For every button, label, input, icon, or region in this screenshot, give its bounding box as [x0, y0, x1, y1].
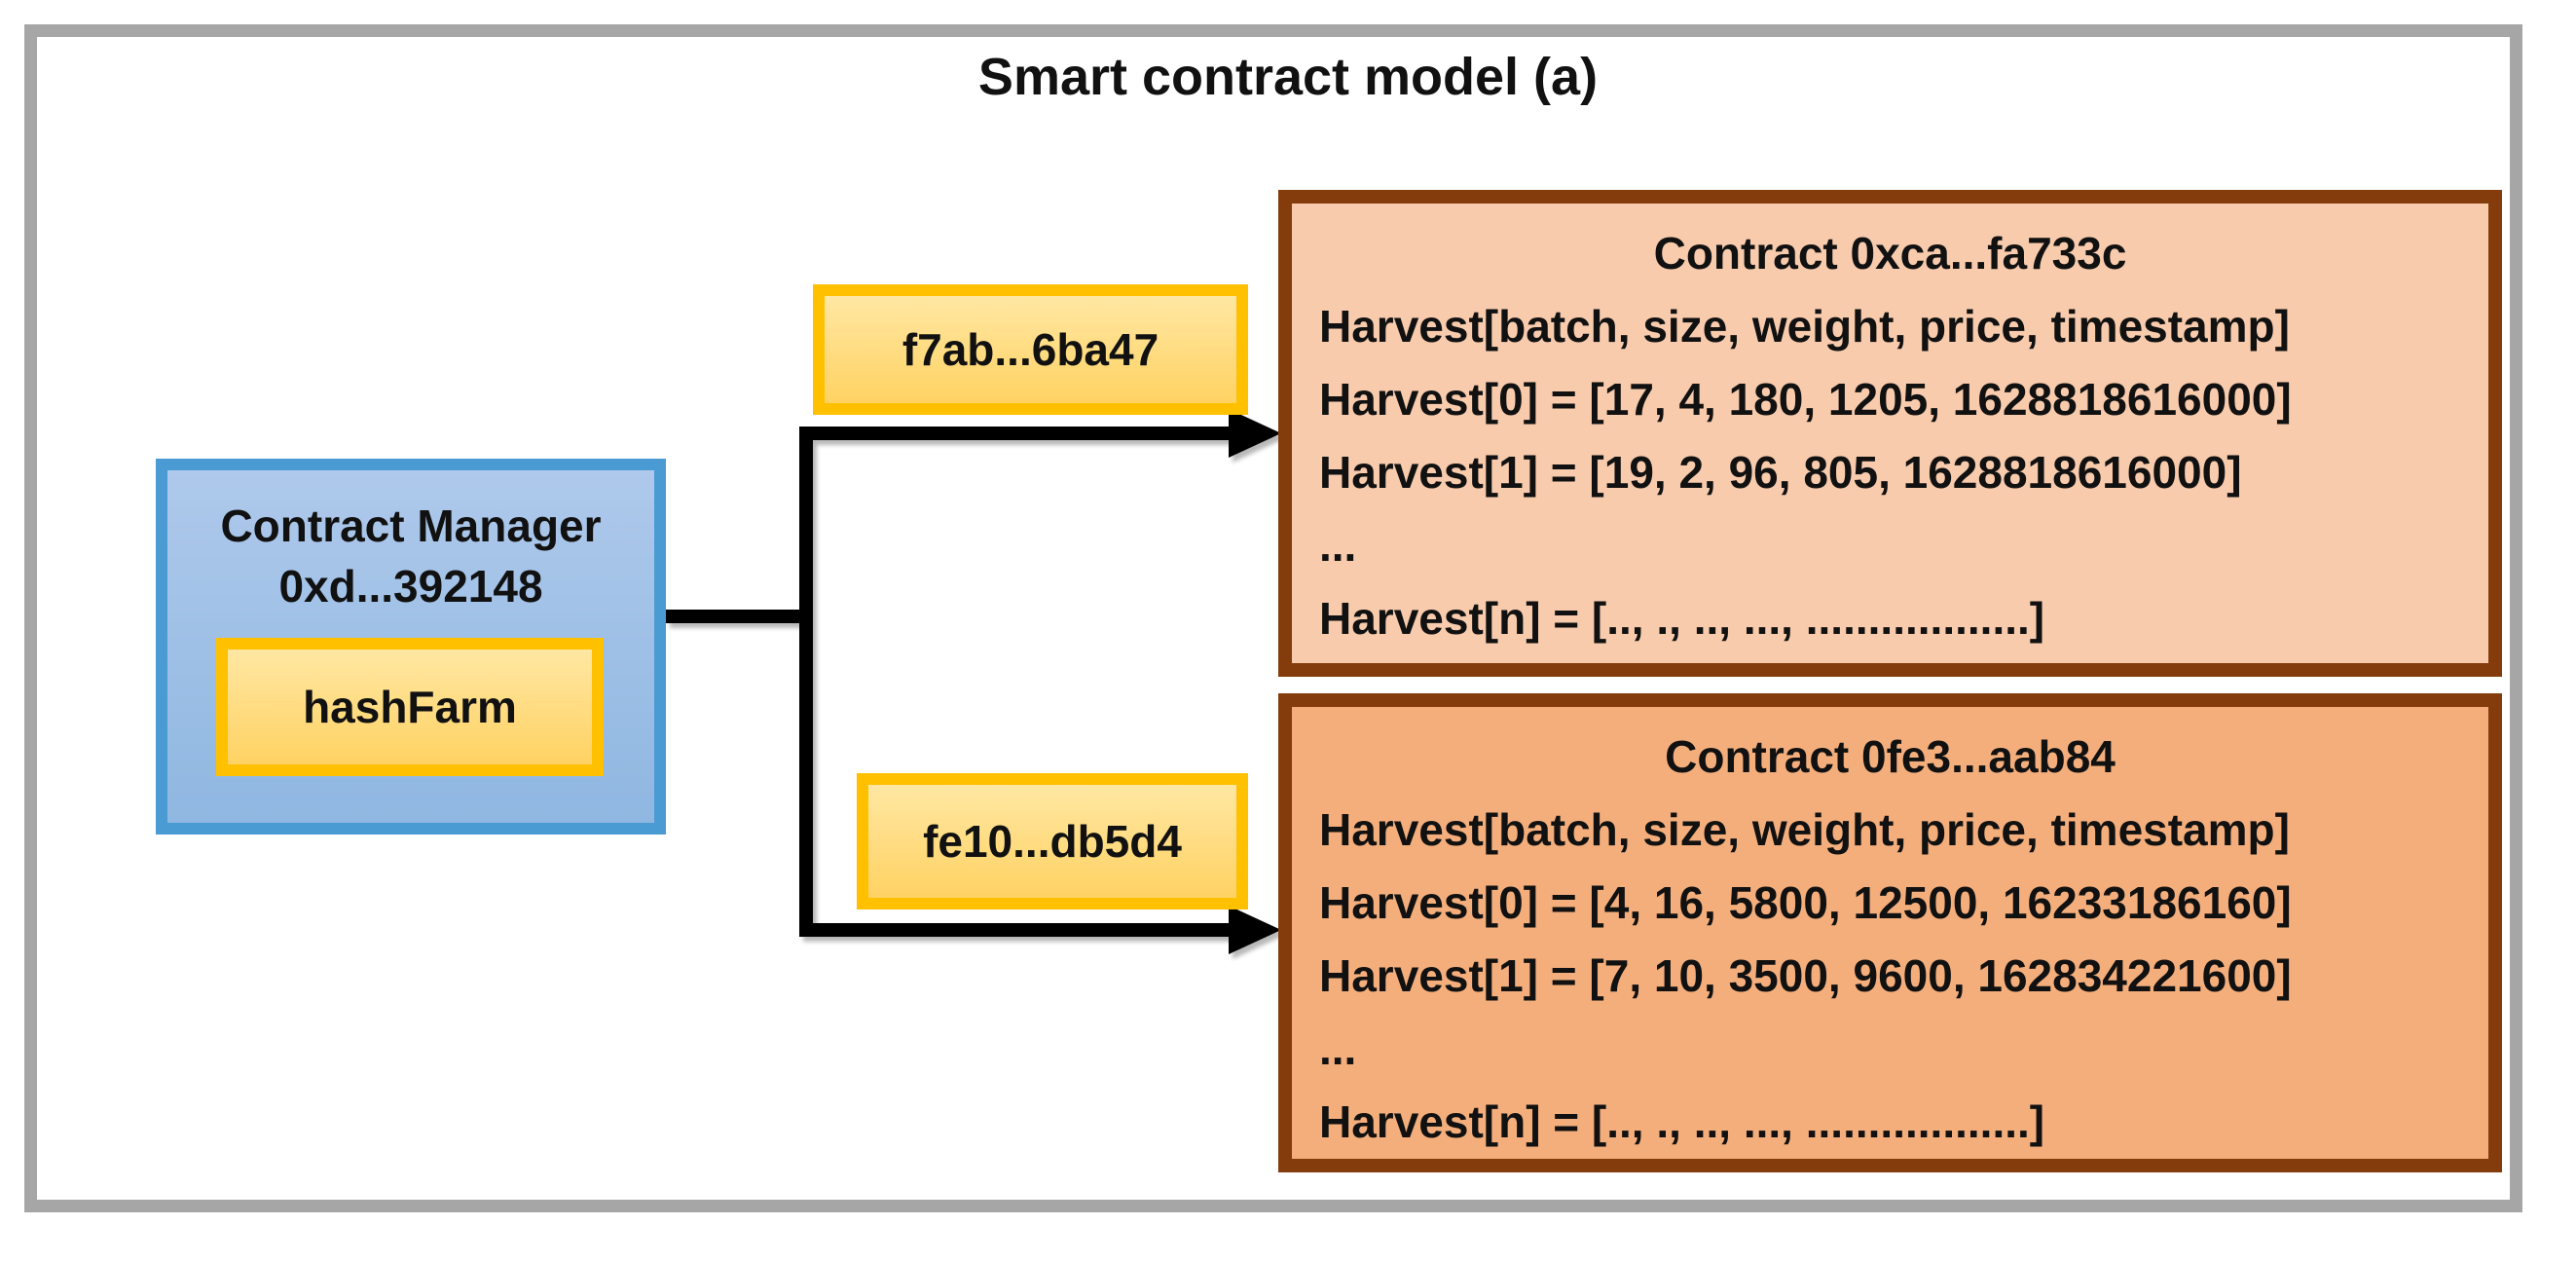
top-tx-hash-box: f7ab...6ba47 [813, 284, 1248, 415]
top-arrowhead-icon [1229, 409, 1281, 458]
contract-top-schema: Harvest[batch, size, weight, price, time… [1319, 301, 2290, 352]
contract-top-row-1: Harvest[1] = [19, 2, 96, 805, 1628818616… [1319, 447, 2242, 498]
contract-manager-name: Contract Manager [220, 501, 602, 551]
contract-box-top: Contract 0xca...fa733c Harvest[batch, si… [1278, 190, 2502, 677]
contract-box-bottom: Contract 0fe3...aab84 Harvest[batch, siz… [1278, 693, 2502, 1172]
top-tx-hash-label: f7ab...6ba47 [902, 324, 1159, 375]
bottom-tx-hash-label: fe10...db5d4 [923, 816, 1182, 867]
figure-title: Smart contract model (a) [977, 48, 1599, 106]
hashfarm-method-box: hashFarm [216, 638, 604, 776]
contract-bottom-row-ellipsis: ... [1319, 1023, 1357, 1074]
contract-bottom-schema: Harvest[batch, size, weight, price, time… [1319, 804, 2290, 855]
bottom-tx-hash-box: fe10...db5d4 [857, 773, 1248, 909]
contract-top-row-n: Harvest[n] = [.., ., .., ..., ..........… [1319, 593, 2045, 644]
contract-top-row-ellipsis: ... [1319, 520, 1357, 571]
contract-bottom-row-n: Harvest[n] = [.., ., .., ..., ..........… [1319, 1096, 2045, 1147]
contract-bottom-row-0: Harvest[0] = [4, 16, 5800, 12500, 162331… [1319, 877, 2292, 928]
contract-manager-address: 0xd...392148 [278, 561, 543, 612]
contract-manager-label: Contract Manager 0xd...392148 [167, 496, 654, 616]
contract-top-title: Contract 0xca...fa733c [1653, 228, 2127, 278]
contract-top-row-0: Harvest[0] = [17, 4, 180, 1205, 16288186… [1319, 374, 2292, 425]
bottom-arrowhead-icon [1229, 906, 1281, 954]
figure-border [24, 24, 2522, 1212]
contract-bottom-title: Contract 0fe3...aab84 [1665, 731, 2116, 782]
hashfarm-method-label: hashFarm [303, 682, 517, 732]
contract-bottom-row-1: Harvest[1] = [7, 10, 3500, 9600, 1628342… [1319, 950, 2292, 1001]
